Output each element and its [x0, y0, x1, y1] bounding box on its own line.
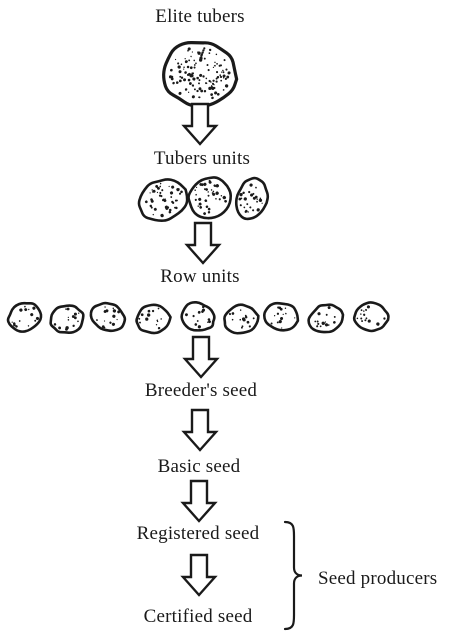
- tuber-unit-icon: [234, 176, 270, 221]
- elite-tuber-icon: [162, 41, 239, 108]
- stage-label-breeders-seed: Breeder's seed: [144, 380, 258, 401]
- tuber-unit-icon: [137, 178, 189, 222]
- stage-label-registered-seed: Registered seed: [136, 523, 260, 544]
- stage-label-tubers-units: Tubers units: [153, 148, 251, 169]
- row-unit-tuber-icon: [223, 303, 260, 335]
- row-unit-tuber-icon: [6, 301, 43, 333]
- curly-brace-icon: [283, 520, 303, 631]
- down-arrow-icon: [182, 335, 220, 379]
- row-unit-tuber-icon: [180, 300, 216, 332]
- down-arrow-icon: [180, 553, 218, 597]
- row-unit-tuber-icon: [89, 301, 127, 333]
- seed-producers-label: Seed producers: [318, 568, 438, 589]
- down-arrow-icon: [181, 408, 219, 452]
- down-arrow-icon: [180, 479, 218, 523]
- stage-label-elite-tubers: Elite tubers: [155, 6, 245, 27]
- row-unit-tuber-icon: [49, 304, 85, 334]
- tuber-unit-icon: [187, 176, 233, 220]
- row-unit-tuber-icon: [352, 301, 390, 333]
- down-arrow-icon: [181, 102, 219, 146]
- stage-label-certified-seed: Certified seed: [143, 606, 253, 627]
- stage-label-row-units: Row units: [160, 266, 240, 287]
- row-unit-tuber-icon: [135, 303, 172, 335]
- row-unit-tuber-icon: [307, 303, 345, 334]
- down-arrow-icon: [184, 221, 222, 265]
- row-unit-tuber-icon: [262, 301, 300, 332]
- stage-label-basic-seed: Basic seed: [157, 456, 241, 477]
